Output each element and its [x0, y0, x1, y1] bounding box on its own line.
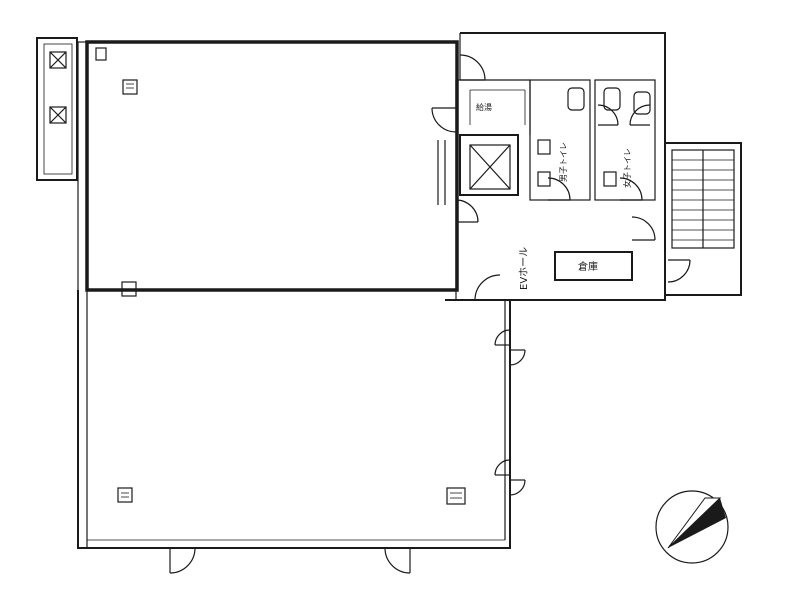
column-mark: [95, 47, 107, 61]
upper-office-room: [77, 40, 459, 297]
kitchenette: 給湯: [476, 102, 492, 112]
storage-room: 倉庫: [554, 251, 633, 281]
column-mark: [122, 79, 138, 95]
ev-hall-label: EVホール: [518, 247, 530, 290]
pipe-shaft-icon: [49, 51, 67, 69]
elevator-shaft-icon: [459, 134, 519, 196]
core-door-top: [459, 54, 486, 81]
female-toilet-room: 女子トイレ: [594, 79, 656, 201]
core-door-mid: [455, 199, 479, 223]
female-toilet-label: 女子トイレ: [622, 148, 632, 188]
core-door-left: [431, 107, 457, 133]
duct-balcony: [36, 37, 78, 181]
storage-label: 倉庫: [578, 260, 598, 273]
pipe-shaft-icon: [49, 106, 67, 124]
male-toilet-label: 男子トイレ: [559, 142, 568, 182]
kitchen-label: 給湯: [476, 102, 492, 112]
side-door-lower: [494, 459, 526, 496]
male-toilet-room: 男子トイレ: [529, 79, 591, 201]
entrance-door-right: [384, 547, 411, 574]
core-door-right: [631, 216, 656, 241]
column-mark: [121, 281, 137, 297]
core-door-bottom: [474, 274, 501, 301]
entrance-door-left: [169, 547, 196, 574]
lower-office-room: [77, 290, 511, 549]
column-mark: [446, 487, 466, 505]
stairs-icon: [664, 142, 742, 296]
side-door-upper: [494, 329, 526, 366]
column-mark: [117, 487, 133, 503]
north-arrow-icon: [655, 490, 729, 564]
